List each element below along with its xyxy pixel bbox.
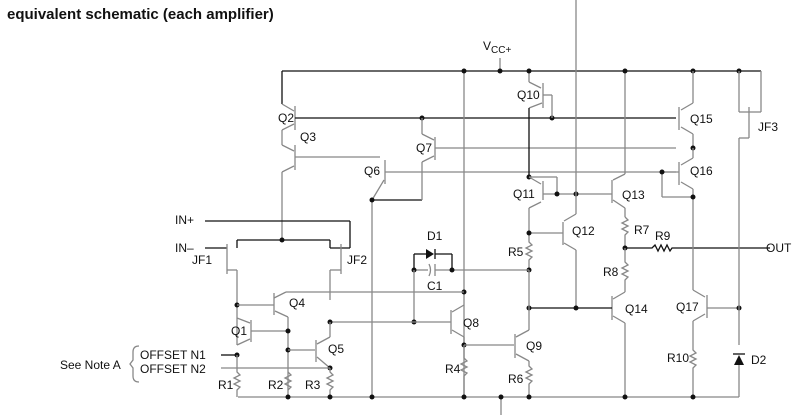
q11-label: Q11 — [513, 187, 535, 201]
q7-transistor — [421, 118, 676, 200]
q12-transistor — [529, 0, 577, 308]
q9-transistor — [514, 329, 530, 362]
r2-label: R2 — [268, 378, 284, 392]
q17-transistor — [692, 289, 739, 322]
q8-label: Q8 — [463, 316, 479, 330]
jf2-jfet — [329, 244, 342, 300]
r4-label: R4 — [445, 362, 461, 376]
r8-resistor — [620, 248, 630, 292]
out-pin-label: OUT — [766, 241, 792, 255]
r3-resistor — [325, 368, 335, 397]
q5-transistor — [285, 322, 331, 369]
r1-label: R1 — [218, 378, 234, 392]
r9-resistor — [625, 243, 770, 253]
c1-label: C1 — [427, 279, 443, 293]
q6-transistor — [371, 160, 676, 397]
q1-transistor — [236, 317, 288, 346]
r5-label: R5 — [508, 245, 524, 259]
q10-transistor — [528, 71, 553, 177]
r7-resistor — [620, 216, 630, 248]
q1-label: Q1 — [231, 324, 247, 338]
brace-icon — [129, 345, 140, 383]
ground-rail — [238, 396, 739, 415]
vcc-label: VCC+ — [483, 39, 511, 56]
r9-label: R9 — [655, 229, 671, 243]
q10-label: Q10 — [517, 88, 540, 102]
q14-label: Q14 — [625, 302, 648, 316]
q8-transistor — [330, 289, 467, 345]
r3-label: R3 — [305, 378, 321, 392]
r6-resistor — [524, 361, 534, 397]
input-stage — [205, 220, 351, 249]
q2-q3-transistors — [281, 103, 380, 240]
q4-label: Q4 — [289, 296, 305, 310]
r6-label: R6 — [508, 372, 524, 386]
q16-label: Q16 — [690, 164, 713, 178]
q13-transistor — [611, 71, 626, 217]
r1-resistor — [232, 355, 242, 397]
r10-label: R10 — [667, 351, 689, 365]
c1-capacitor — [414, 263, 529, 277]
q13-label: Q13 — [622, 188, 645, 202]
q3-label: Q3 — [300, 130, 316, 144]
r7-label: R7 — [634, 223, 650, 237]
offset-n1-label: OFFSET N1 — [140, 348, 206, 362]
note-label: See Note A — [60, 358, 121, 372]
d2-zener-diode — [733, 353, 745, 397]
r8-label: R8 — [603, 265, 619, 279]
q16-transistor — [661, 148, 694, 290]
in-minus-label: IN– — [175, 241, 194, 255]
r4-resistor — [459, 345, 469, 397]
d1-label: D1 — [427, 229, 443, 243]
q15-transistor — [678, 68, 696, 148]
r2-resistor — [283, 371, 293, 391]
q12-label: Q12 — [572, 224, 595, 238]
q11-transistor — [526, 174, 612, 238]
d1-diode — [413, 249, 453, 270]
q9-label: Q9 — [526, 339, 542, 353]
jf3-label: JF3 — [758, 120, 778, 134]
in-plus-label: IN+ — [175, 213, 194, 227]
jf3-jfet — [736, 68, 762, 345]
q2-label: Q2 — [278, 111, 294, 125]
q14-transistor — [529, 291, 626, 397]
r5-resistor — [524, 238, 534, 270]
q15-label: Q15 — [690, 112, 713, 126]
jf2-label: JF2 — [347, 253, 367, 267]
r10-resistor — [688, 321, 698, 397]
q7-label: Q7 — [416, 141, 432, 155]
d2-label: D2 — [751, 353, 767, 367]
q5-label: Q5 — [328, 342, 344, 356]
q6-label: Q6 — [364, 164, 380, 178]
jf1-label: JF1 — [192, 253, 212, 267]
schematic-title: equivalent schematic (each amplifier) — [7, 6, 274, 23]
q17-label: Q17 — [676, 300, 699, 314]
offset-n2-label: OFFSET N2 — [140, 362, 206, 376]
